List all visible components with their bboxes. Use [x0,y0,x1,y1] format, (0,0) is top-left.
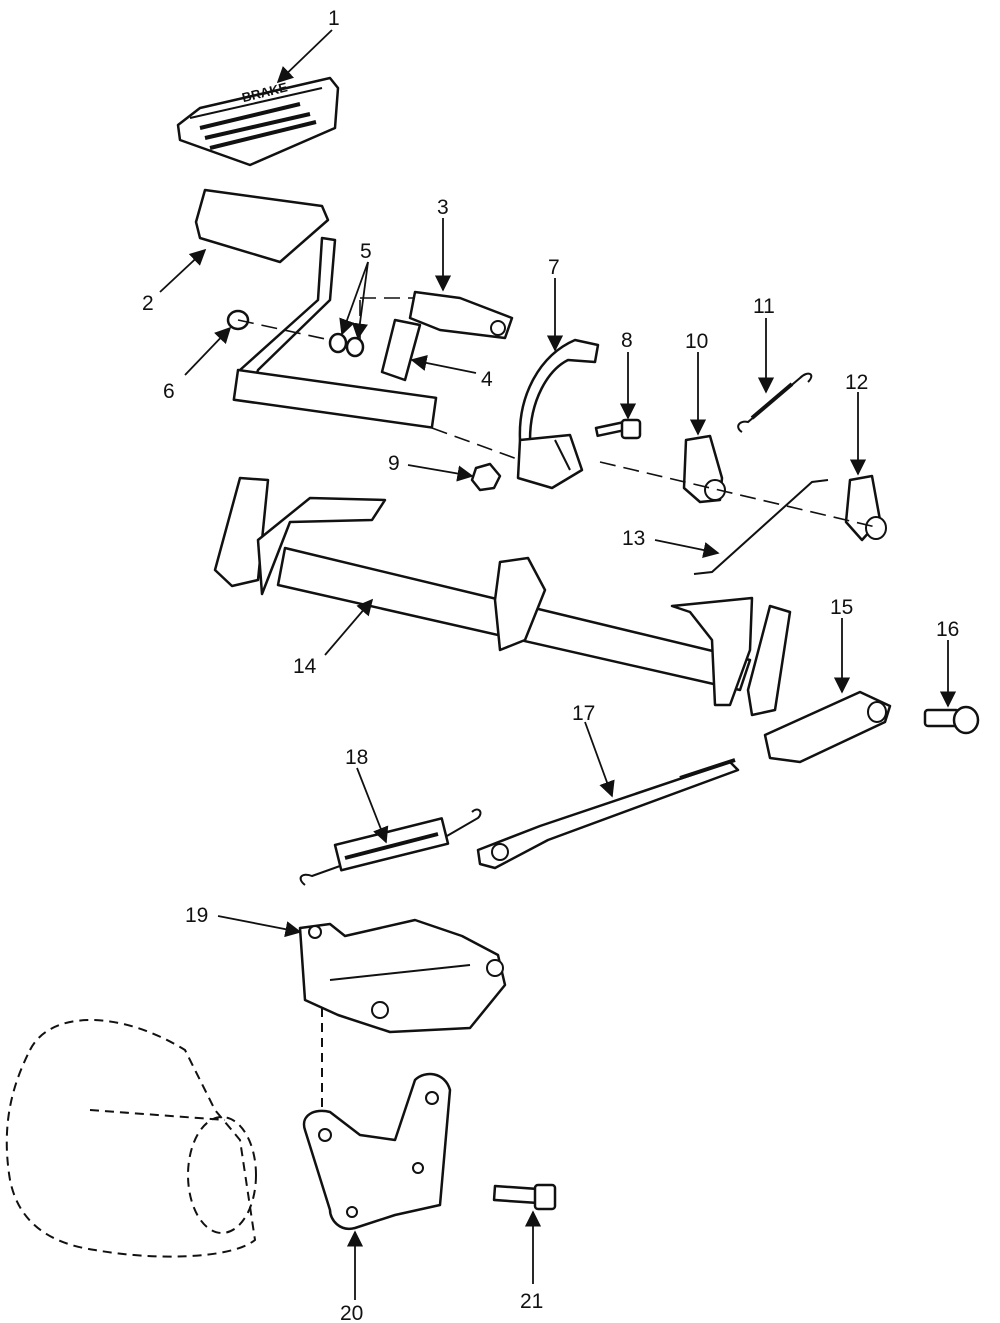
callout-19: 19 [185,904,208,927]
callout-15: 15 [830,596,853,619]
callout-17: 17 [572,702,595,725]
part-16-pin [923,705,980,735]
callout-12: 12 [845,371,868,394]
part-21-bolt [492,1183,557,1211]
callout-14: 14 [293,655,317,678]
callout-11: 11 [753,295,775,318]
callout-5: 5 [360,240,372,263]
callout-13: 13 [622,527,645,550]
part-11-spring [737,372,813,433]
part-8-bolt [594,418,642,440]
callout-7: 7 [548,256,560,279]
leader-lines [159,29,957,1300]
part-9-nut [470,462,502,492]
callout-2: 2 [142,292,154,315]
part-15-clevis [763,690,892,764]
callout-9: 9 [388,452,400,475]
part-17-threaded-rod [476,758,740,870]
part-12-bellcrank [844,474,887,542]
part-13-rod [693,479,829,575]
part-1-pedal-pad: BRAKE [176,76,340,167]
parts-5-6-fasteners [226,309,365,358]
callout-18: 18 [345,746,368,769]
part-19-caliper [298,918,507,1034]
callout-1: 1 [328,7,340,30]
callout-labels: 1 2 3 4 5 6 7 8 9 10 11 12 13 14 15 16 1… [142,7,959,1323]
part-14-cross-shaft [213,476,792,717]
part-7-lever [516,338,600,490]
callout-20: 20 [340,1302,363,1323]
callout-21: 21 [520,1290,543,1313]
callout-8: 8 [621,329,633,352]
part-10-bellcrank [682,434,726,504]
part-3-bracket [380,290,514,382]
callout-16: 16 [936,618,959,641]
callout-6: 6 [163,380,175,403]
part-20-mounting-plate [302,1072,452,1231]
phantom-axle-housing [5,1008,323,1258]
part-2-pedal [194,188,438,429]
part-18-spring [299,808,482,886]
callout-10: 10 [685,330,708,353]
callout-4: 4 [481,368,493,391]
callout-3: 3 [437,196,449,219]
